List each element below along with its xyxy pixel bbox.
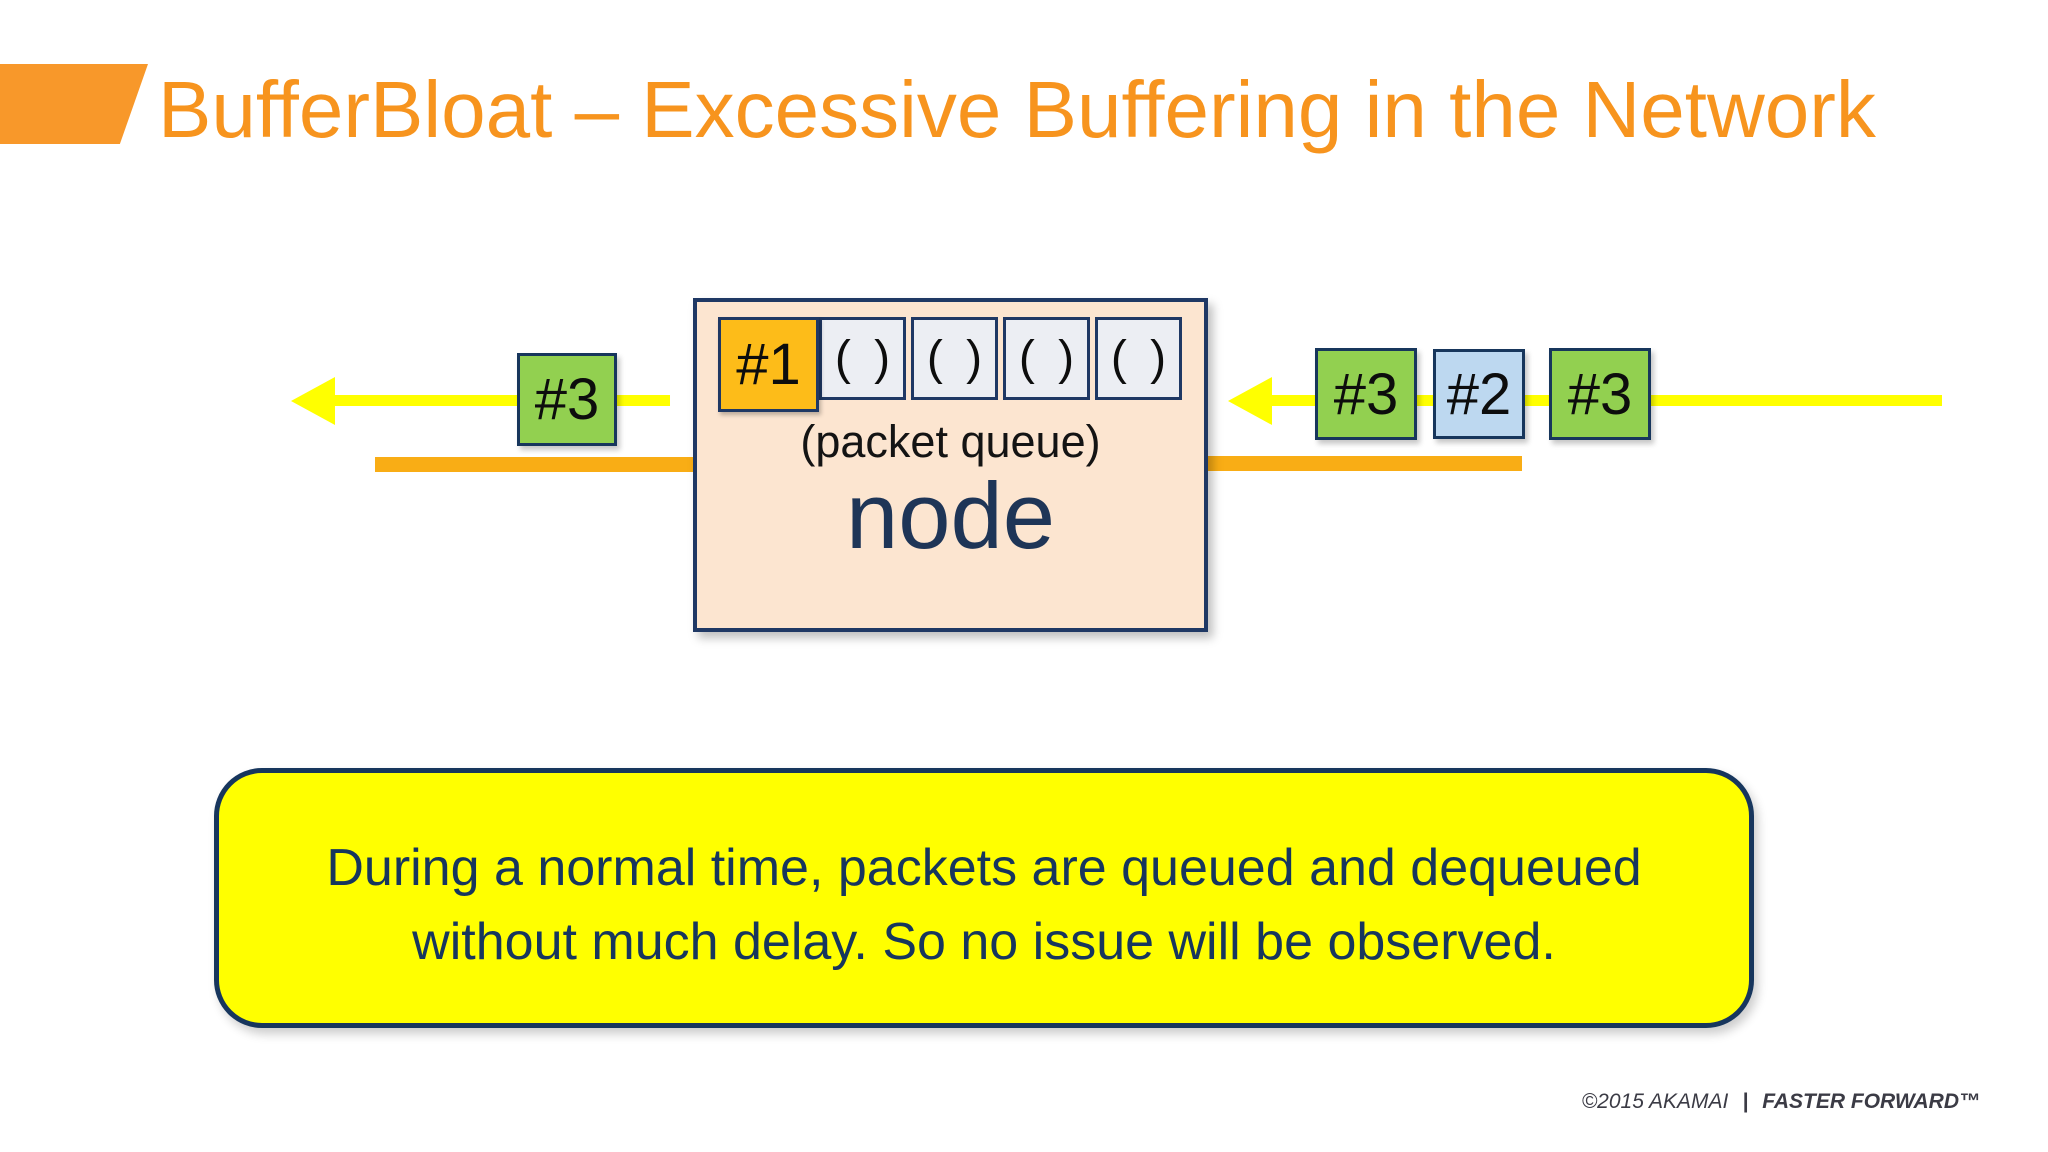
callout-box: During a normal time, packets are queued…	[214, 768, 1754, 1028]
footer-copyright: ©2015 AKAMAI	[1581, 1090, 1729, 1113]
queue-cell-empty: ( )	[911, 317, 998, 400]
queue-cell-empty: ( )	[1095, 317, 1182, 400]
slide-title: BufferBloat – Excessive Buffering in the…	[158, 65, 1876, 154]
packet-left: #3	[517, 353, 617, 446]
packet-label: #2	[1446, 361, 1512, 427]
header-accent-parallelogram	[0, 64, 148, 144]
queue-cell-empty: ( )	[819, 317, 906, 400]
packet-right-1: #3	[1315, 348, 1417, 440]
footer-separator: |	[1742, 1090, 1749, 1113]
right-link-bar	[1203, 456, 1522, 471]
left-arrow-head-icon	[291, 377, 335, 425]
node-label: node	[845, 463, 1056, 568]
queue-cell-label: ( )	[834, 332, 896, 385]
footer-tagline: FASTER FORWARD™	[1762, 1090, 1980, 1113]
packet-label: #3	[534, 367, 600, 432]
left-arrow-shaft	[333, 395, 670, 406]
queue-cell-label: ( )	[1018, 332, 1080, 385]
footer: ©2015 AKAMAI | FASTER FORWARD™	[1582, 1090, 1980, 1114]
right-arrow-head-icon	[1228, 377, 1272, 425]
queue-cell-label: #1	[736, 332, 801, 397]
callout-text-line2: without much delay. So no issue will be …	[412, 913, 1556, 971]
packet-label: #3	[1567, 361, 1633, 427]
queue-cell-empty: ( )	[1003, 317, 1090, 400]
packet-queue-label: (packet queue)	[800, 416, 1101, 467]
packet-right-3: #3	[1549, 348, 1651, 440]
queue-cell-label: ( )	[926, 332, 988, 385]
left-link-bar	[375, 457, 693, 472]
packet-label: #3	[1333, 361, 1399, 427]
packet-right-2: #2	[1433, 349, 1525, 439]
callout-text-line1: During a normal time, packets are queued…	[326, 839, 1642, 898]
queue-cell-occupied: #1	[718, 317, 819, 412]
queue-cell-label: ( )	[1110, 332, 1172, 385]
